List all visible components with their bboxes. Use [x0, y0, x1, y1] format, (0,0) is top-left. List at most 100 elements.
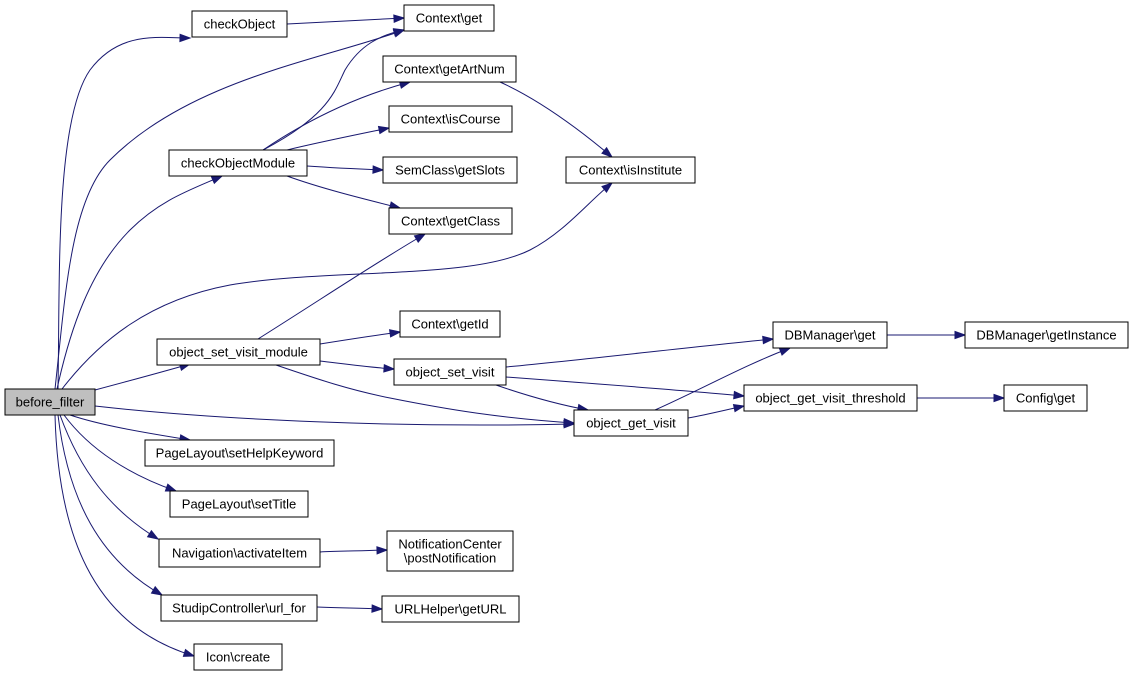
edge-dbmanager_get-to-dbmanager_getInstance	[887, 330, 967, 340]
edge-object_set_visit_module-to-object_get_visit	[275, 364, 576, 427]
node-dbmanager_getInstance[interactable]: DBManager\getInstance	[964, 321, 1129, 349]
node-box[interactable]	[382, 55, 517, 83]
node-label: SemClass\getSlots	[395, 163, 505, 178]
edge-before_filter-to-context_get	[54, 29, 406, 390]
edge-line	[54, 414, 195, 657]
node-box[interactable]	[158, 538, 321, 568]
node-checkObject[interactable]: checkObject	[191, 10, 288, 38]
arrowhead-icon	[389, 329, 402, 338]
node-box[interactable]	[160, 594, 318, 622]
node-dbmanager_get[interactable]: DBManager\get	[772, 321, 888, 349]
edge-object_set_visit_module-to-object_set_visit	[319, 360, 396, 373]
edge-line	[57, 36, 191, 390]
node-context_getClass[interactable]: Context\getClass	[388, 207, 513, 235]
node-box[interactable]	[169, 490, 309, 518]
node-box[interactable]	[388, 105, 513, 133]
arrowhead-icon	[733, 390, 746, 400]
edge-context_getArtNum-to-context_isInstitute	[499, 81, 614, 158]
edge-line	[257, 233, 426, 340]
node-context_isCourse[interactable]: Context\isCourse	[388, 105, 513, 133]
edge-line	[319, 360, 395, 370]
node-label: StudipController\url_for	[172, 601, 306, 616]
node-label: DBManager\getInstance	[976, 328, 1116, 343]
node-label: Context\getClass	[401, 214, 500, 229]
node-box[interactable]	[386, 530, 514, 572]
node-box[interactable]	[193, 643, 283, 671]
node-label: checkObjectModule	[181, 156, 295, 171]
edge-object_get_visit-to-object_get_visit_threshold	[687, 404, 746, 419]
node-context_get[interactable]: Context\get	[403, 4, 495, 32]
node-box[interactable]	[4, 388, 96, 416]
node-box[interactable]	[393, 358, 507, 386]
edge-line	[319, 331, 401, 345]
node-box[interactable]	[573, 409, 689, 437]
node-label: before_filter	[16, 395, 85, 410]
edge-line	[57, 414, 163, 596]
node-box[interactable]	[144, 439, 335, 467]
edge-before_filter-to-object_set_visit_module	[94, 362, 192, 391]
node-label: Navigation\activateItem	[172, 546, 307, 561]
edges-layer	[54, 14, 1006, 657]
edge-checkObjectModule-to-context_getArtNum	[262, 80, 412, 151]
arrowhead-icon	[377, 125, 391, 135]
edge-before_filter-to-pagelayout_setHelpKeyword	[69, 414, 192, 443]
edge-checkObjectModule-to-semclass_getSlots	[306, 165, 385, 174]
node-box[interactable]	[382, 156, 518, 184]
node-semclass_getSlots[interactable]: SemClass\getSlots	[382, 156, 518, 184]
node-box[interactable]	[743, 384, 918, 412]
arrowhead-icon	[601, 182, 614, 193]
edge-checkObjectModule-to-context_isCourse	[286, 125, 391, 151]
node-pagelayout_setHelpKeyword[interactable]: PageLayout\setHelpKeyword	[144, 439, 335, 467]
node-before_filter[interactable]: before_filter	[4, 388, 96, 416]
node-object_get_visit_threshold[interactable]: object_get_visit_threshold	[743, 384, 918, 412]
node-box[interactable]	[399, 310, 501, 338]
node-navigation_activateItem[interactable]: Navigation\activateItem	[158, 538, 321, 568]
node-box[interactable]	[772, 321, 888, 349]
node-box[interactable]	[964, 321, 1129, 349]
node-context_isInstitute[interactable]: Context\isInstitute	[565, 156, 696, 184]
arrowhead-icon	[164, 483, 178, 492]
node-box[interactable]	[565, 156, 696, 184]
node-label: object_get_visit	[586, 416, 676, 431]
node-context_getId[interactable]: Context\getId	[399, 310, 501, 338]
edge-object_set_visit_module-to-context_getId	[319, 329, 402, 345]
arrowhead-icon	[372, 165, 385, 174]
edge-line	[286, 127, 390, 151]
node-object_set_visit[interactable]: object_set_visit	[393, 358, 507, 386]
node-icon_create[interactable]: Icon\create	[193, 643, 283, 671]
arrowhead-icon	[778, 347, 792, 356]
node-box[interactable]	[1003, 384, 1088, 412]
edge-line	[306, 165, 384, 171]
node-object_get_visit[interactable]: object_get_visit	[573, 409, 689, 437]
edge-line	[94, 363, 191, 391]
node-box[interactable]	[381, 595, 520, 623]
node-box[interactable]	[191, 10, 288, 38]
arrowhead-icon	[954, 330, 967, 340]
node-box[interactable]	[168, 149, 308, 177]
arrowhead-icon	[413, 233, 427, 243]
node-object_set_visit_module[interactable]: object_set_visit_module	[156, 338, 321, 366]
edge-line	[286, 175, 401, 209]
arrowhead-icon	[762, 335, 775, 345]
edge-navigation_activateItem-to-notificationcenter_postNotification	[319, 546, 389, 555]
edge-before_filter-to-checkObjectModule	[56, 175, 224, 390]
node-urlhelper_getURL[interactable]: URLHelper\getURL	[381, 595, 520, 623]
node-pagelayout_setTitle[interactable]: PageLayout\setTitle	[169, 490, 309, 518]
edge-before_filter-to-checkObject	[57, 33, 192, 390]
node-label: object_set_visit	[406, 365, 495, 380]
node-studipcontroller_url_for[interactable]: StudipController\url_for	[160, 594, 318, 622]
arrowhead-icon	[393, 14, 406, 23]
node-context_getArtNum[interactable]: Context\getArtNum	[382, 55, 517, 83]
node-box[interactable]	[156, 338, 321, 366]
node-config_get[interactable]: Config\get	[1003, 384, 1088, 412]
arrowhead-icon	[383, 363, 396, 373]
node-checkObjectModule[interactable]: checkObjectModule	[168, 149, 308, 177]
node-label: Context\getId	[411, 317, 488, 332]
edge-line	[94, 405, 575, 426]
node-box[interactable]	[388, 207, 513, 235]
edge-checkObject-to-context_get	[286, 14, 406, 25]
node-box[interactable]	[403, 4, 495, 32]
arrowhead-icon	[732, 404, 746, 413]
arrowhead-icon	[563, 417, 576, 427]
node-notificationcenter_postNotification[interactable]: NotificationCenter\postNotification	[386, 530, 514, 572]
